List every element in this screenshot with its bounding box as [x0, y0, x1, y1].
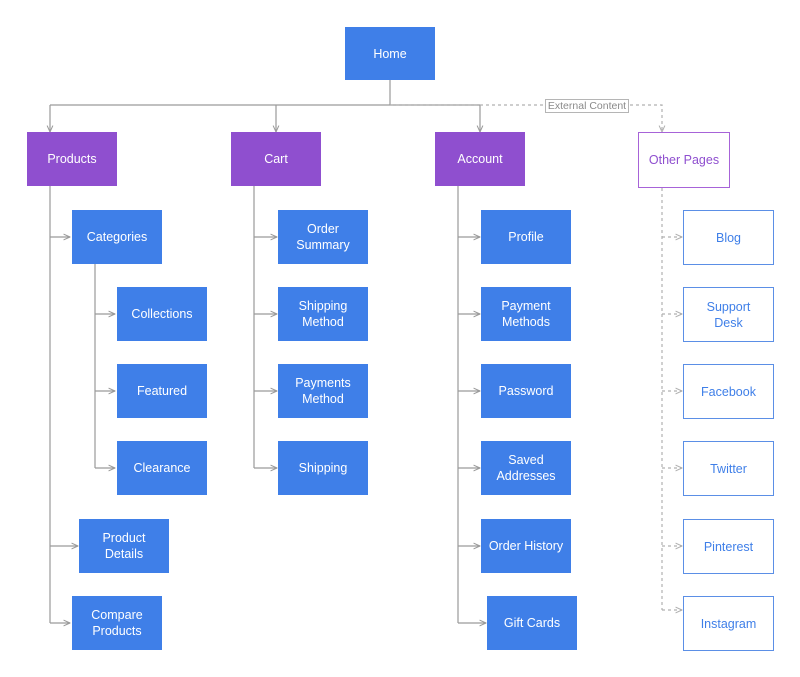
pinterest-node: Pinterest [683, 519, 774, 574]
twitter-node: Twitter [683, 441, 774, 496]
blog-node: Blog [683, 210, 774, 265]
compare-products-node: Compare Products [72, 596, 162, 650]
order-summary-node: Order Summary [278, 210, 368, 264]
account-node: Account [435, 132, 525, 186]
profile-node: Profile [481, 210, 571, 264]
product-details-node: Product Details [79, 519, 169, 573]
products-node: Products [27, 132, 117, 186]
external-content-label: External Content [545, 99, 629, 113]
order-history-node: Order History [481, 519, 571, 573]
cart-node: Cart [231, 132, 321, 186]
other-pages-node: Other Pages [638, 132, 730, 188]
gift-cards-node: Gift Cards [487, 596, 577, 650]
featured-node: Featured [117, 364, 207, 418]
payment-methods-node: Payment Methods [481, 287, 571, 341]
home-node: Home [345, 27, 435, 80]
clearance-node: Clearance [117, 441, 207, 495]
shipping-node: Shipping [278, 441, 368, 495]
instagram-node: Instagram [683, 596, 774, 651]
password-node: Password [481, 364, 571, 418]
home-connector [50, 80, 480, 106]
external-connector [390, 104, 662, 132]
collections-node: Collections [117, 287, 207, 341]
facebook-node: Facebook [683, 364, 774, 419]
shipping-method-node: Shipping Method [278, 287, 368, 341]
saved-addresses-node: Saved Addresses [481, 441, 571, 495]
support-desk-node: Support Desk [683, 287, 774, 342]
payments-method-node: Payments Method [278, 364, 368, 418]
categories-node: Categories [72, 210, 162, 264]
